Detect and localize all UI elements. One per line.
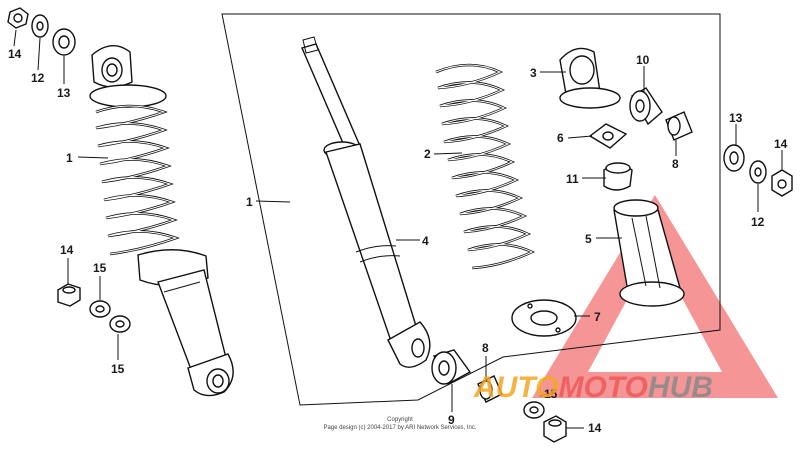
- callout-14-left-middle: 14: [60, 243, 74, 257]
- callout-11: 11: [566, 172, 579, 186]
- assembly-frame: [221, 13, 721, 406]
- watermark-hub: HUB: [648, 371, 713, 404]
- shock-absorber-assembly[interactable]: [89, 45, 234, 397]
- collar-8-upper[interactable]: [665, 111, 693, 141]
- spring-2[interactable]: [435, 63, 536, 270]
- callout-14-bottom: 14: [588, 421, 602, 435]
- callout-12-right: 12: [751, 215, 765, 229]
- leader-lines: [13, 29, 783, 429]
- bushing-9[interactable]: [431, 349, 472, 385]
- collar-13-right[interactable]: [723, 144, 745, 172]
- callout-1-frame: 1: [246, 195, 253, 209]
- nut-14-bottom[interactable]: [543, 415, 567, 443]
- callout-1-left: 1: [66, 151, 73, 165]
- assembled-spring: [95, 104, 180, 256]
- callout-6: 6: [557, 131, 564, 145]
- watermark-auto: AUTO: [473, 371, 558, 404]
- washer-12-top-left[interactable]: [31, 14, 49, 38]
- callout-8-upper: 8: [672, 157, 679, 171]
- copyright-notice: Page design (c) 2004-2017 by ARI Network…: [323, 425, 476, 431]
- callout-4: 4: [422, 234, 429, 248]
- callout-13-right: 13: [729, 111, 743, 125]
- washer-15-bottom[interactable]: [523, 401, 545, 419]
- callout-labels: 14 12 13 1 14 15 15 1 4 2 3 6 11 5 7 10 …: [8, 47, 788, 435]
- washer-15-left-a[interactable]: [89, 300, 111, 318]
- spring-seat-7[interactable]: [511, 299, 577, 337]
- callout-5: 5: [585, 232, 592, 246]
- callout-15-bottom: 15: [544, 387, 558, 401]
- callout-8-lower: 8: [482, 341, 489, 355]
- washer-12-right[interactable]: [749, 160, 767, 184]
- damper-boot-5[interactable]: [613, 199, 685, 307]
- collar-13-top-left[interactable]: [52, 28, 76, 56]
- callout-13-top-left: 13: [57, 86, 71, 100]
- callout-15-left-b: 15: [111, 362, 125, 376]
- watermark-wordmark: AUTOMOTOHUB: [473, 371, 713, 404]
- watermark-moto: MOTO: [558, 371, 647, 404]
- callout-14-top-left: 14: [8, 47, 22, 61]
- washer-15-left-b[interactable]: [109, 315, 131, 333]
- callout-14-right: 14: [774, 137, 788, 151]
- callout-10: 10: [636, 53, 650, 67]
- nut-14-top-left[interactable]: [7, 7, 29, 29]
- damper-unit-4[interactable]: [301, 36, 431, 368]
- callout-15-left-a: 15: [93, 261, 107, 275]
- spring-seat-3[interactable]: [559, 47, 621, 109]
- stop-plate-6[interactable]: [588, 123, 628, 149]
- watermark-logo: [532, 195, 778, 398]
- callout-2: 2: [424, 147, 431, 161]
- copyright-title: Copyright: [387, 417, 413, 423]
- callout-9: 9: [448, 413, 455, 427]
- bushing-10[interactable]: [629, 87, 663, 126]
- stopper-11[interactable]: [603, 162, 633, 191]
- callout-3: 3: [530, 66, 537, 80]
- callout-12-top-left: 12: [31, 71, 45, 85]
- collar-8-lower[interactable]: [477, 375, 503, 403]
- nut-14-right[interactable]: [771, 169, 793, 197]
- nut-14-left-middle[interactable]: [57, 283, 81, 307]
- callout-7: 7: [594, 310, 601, 324]
